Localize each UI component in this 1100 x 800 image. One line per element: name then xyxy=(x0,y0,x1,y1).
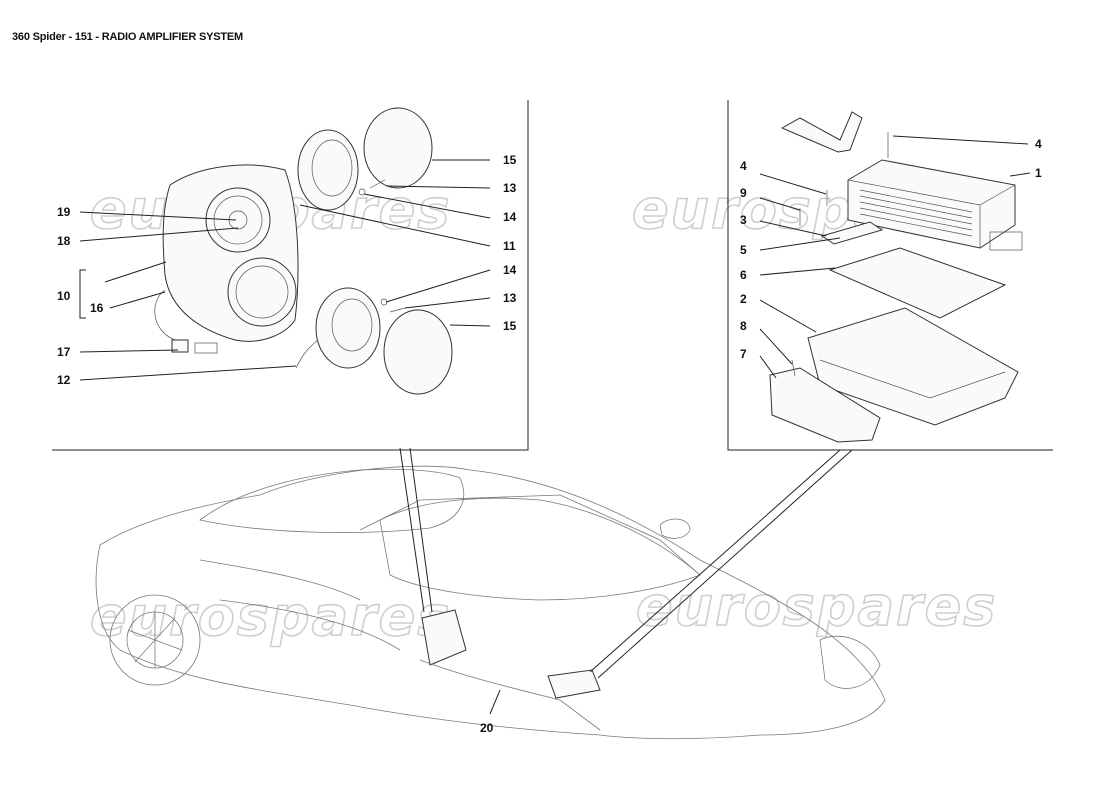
screw-13-upper xyxy=(369,179,386,189)
connector-17 xyxy=(171,339,189,353)
callout-20: 20 xyxy=(480,721,494,735)
tweeter-speaker-cone xyxy=(311,139,353,197)
mirror xyxy=(659,518,691,539)
windscreen-frame xyxy=(359,494,701,576)
leader-16 xyxy=(109,291,166,309)
amplifier-fins xyxy=(859,189,973,237)
leader-15-bottom xyxy=(449,324,491,327)
grille-upper-15 xyxy=(363,107,433,189)
callout-6: 6 xyxy=(740,268,747,282)
callout-16: 16 xyxy=(90,301,104,315)
pointer-right-b xyxy=(597,449,853,679)
callout-9: 9 xyxy=(740,186,747,200)
callout-1: 1 xyxy=(1035,166,1042,180)
woofer-lead-12 xyxy=(295,339,319,369)
leader-14-bottom xyxy=(385,269,491,303)
leader-6 xyxy=(759,267,836,276)
watermark-group: eurospares eurospares eurospares eurospa… xyxy=(89,177,997,649)
pointer-right-a xyxy=(589,449,841,673)
watermark-3: eurospares xyxy=(90,585,451,648)
body-lines xyxy=(199,559,401,651)
amplifier-assembly xyxy=(759,111,1031,443)
leader-3 xyxy=(759,220,827,237)
left-callouts: 15 13 14 11 14 13 15 19 18 10 16 17 12 xyxy=(57,153,517,387)
cable-20 xyxy=(419,659,601,731)
left-panel-frame xyxy=(52,100,529,451)
woofer-ring xyxy=(227,257,297,327)
speaker-assembly xyxy=(79,107,491,395)
screw-13-lower xyxy=(389,307,406,313)
headlight xyxy=(819,635,881,689)
rear-wheel-spokes xyxy=(127,612,183,668)
pointer-left-a xyxy=(399,447,425,613)
rear-deck xyxy=(199,468,465,533)
car-outline xyxy=(95,465,886,740)
callout-12: 12 xyxy=(57,373,71,387)
woofer-speaker-cone xyxy=(331,298,373,352)
cover-7 xyxy=(769,367,881,443)
callout-15-top: 15 xyxy=(503,153,517,167)
leader-8 xyxy=(759,328,793,365)
rear-wheel xyxy=(109,594,201,686)
leader-4-top xyxy=(892,135,1029,145)
leader-13-bottom xyxy=(404,297,491,309)
leader-20 xyxy=(489,689,501,715)
tweeter-inner xyxy=(213,195,263,245)
watermark-4: eurospares xyxy=(636,575,997,638)
washer-14-upper xyxy=(358,188,366,196)
callout-10: 10 xyxy=(57,289,71,303)
callout-11: 11 xyxy=(503,239,516,253)
right-callouts: 4 1 4 9 3 5 6 2 8 7 xyxy=(740,137,1042,361)
mounting-bracket xyxy=(780,111,863,153)
woofer-inner xyxy=(235,265,289,319)
leader-5 xyxy=(759,237,841,251)
leader-4-left xyxy=(759,173,827,195)
leader-17 xyxy=(79,349,179,353)
right-panel-frame xyxy=(727,100,1053,451)
callout-14-top: 14 xyxy=(503,210,517,224)
leader-11 xyxy=(299,204,491,247)
amp-connector xyxy=(989,231,1023,251)
leader-19 xyxy=(79,211,237,221)
callout-14-bottom: 14 xyxy=(503,263,517,277)
page-title: 360 Spider - 151 - RADIO AMPLIFIER SYSTE… xyxy=(12,31,243,43)
leader-2 xyxy=(759,299,817,333)
callout-19: 19 xyxy=(57,205,71,219)
callout-8: 8 xyxy=(740,319,747,333)
callout-2: 2 xyxy=(740,292,747,306)
pointer-left-b xyxy=(409,447,433,613)
callout-13-top: 13 xyxy=(503,181,517,195)
callout-3: 3 xyxy=(740,213,747,227)
leader-1 xyxy=(1009,172,1031,177)
speaker-location xyxy=(421,609,467,666)
leader-14-top xyxy=(363,193,491,219)
callout-17: 17 xyxy=(57,345,71,359)
leader-7 xyxy=(759,355,777,379)
leader-10a xyxy=(104,261,167,283)
screw-8 xyxy=(791,359,796,377)
amplifier-edges xyxy=(847,179,1016,248)
connector-plug xyxy=(194,342,218,354)
woofer-speaker xyxy=(315,287,381,369)
leader-13-top xyxy=(385,185,491,189)
amplifier-location xyxy=(547,669,601,699)
bracket-10 xyxy=(79,269,86,319)
leader-18 xyxy=(79,227,239,242)
callout-7: 7 xyxy=(740,347,747,361)
leader-12 xyxy=(79,365,297,381)
housing-rim xyxy=(819,359,1006,399)
callout-4-left: 4 xyxy=(740,159,747,173)
tweeter-speaker-11 xyxy=(297,129,359,211)
pad-6 xyxy=(828,247,1007,319)
callout-18: 18 xyxy=(57,234,71,248)
callout-4-top: 4 xyxy=(1035,137,1042,151)
callout-13-bottom: 13 xyxy=(503,291,517,305)
callout-5: 5 xyxy=(740,243,747,257)
leader-9 xyxy=(759,197,801,211)
tweeter-ring xyxy=(205,187,271,253)
callout-15-bottom: 15 xyxy=(503,319,517,333)
grille-lower-15 xyxy=(383,309,453,395)
